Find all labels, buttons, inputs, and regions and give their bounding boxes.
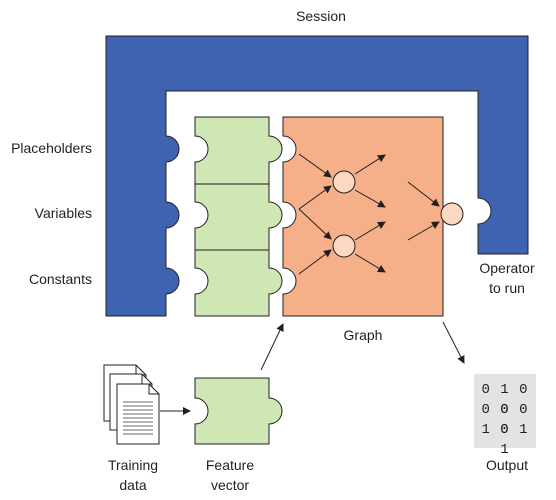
output-bits-row: 0 1 0 0 <box>481 382 529 418</box>
graph-to-output-arrow <box>442 321 465 364</box>
graph-node <box>332 234 356 258</box>
operator-node <box>440 202 464 226</box>
graph-edges <box>298 153 440 275</box>
training-data-label: Training data <box>108 455 158 495</box>
operator-label-line2: to run <box>489 280 525 296</box>
output-label: Output <box>485 457 529 473</box>
output-binary-block: 0 1 0 0 0 0 0 0 1 0 1 1 <box>474 374 536 458</box>
variables-label: Variables <box>34 205 92 221</box>
puzzle-piece-constants <box>194 249 283 317</box>
graph-label: Graph <box>343 327 383 343</box>
graph-block <box>282 116 444 317</box>
training-data-documents-icon <box>103 364 160 445</box>
feature-to-graph-arrow <box>260 323 284 371</box>
graph-node <box>332 170 356 194</box>
feature-vector-puzzle-piece <box>194 377 283 445</box>
operator-label-line1: Operator <box>479 260 535 276</box>
puzzle-piece-variables <box>194 183 283 251</box>
training-data-label-line1: Training <box>107 457 159 473</box>
feature-vector-label-line1: Feature <box>205 457 255 473</box>
session-frame <box>105 35 529 317</box>
puzzle-piece-placeholders <box>194 116 283 185</box>
session-label: Session <box>296 8 346 24</box>
feature-vector-label-line2: vector <box>210 477 250 493</box>
training-data-label-line2: data <box>119 477 147 493</box>
constants-label: Constants <box>28 271 92 287</box>
operator-label: Operator to run <box>479 258 534 298</box>
feature-vector-label: Feature vector <box>206 455 254 495</box>
output-bits-row: 0 0 0 0 <box>481 402 529 438</box>
placeholders-label: Placeholders <box>11 140 92 156</box>
output-bits-row: 1 0 1 1 <box>481 422 529 458</box>
